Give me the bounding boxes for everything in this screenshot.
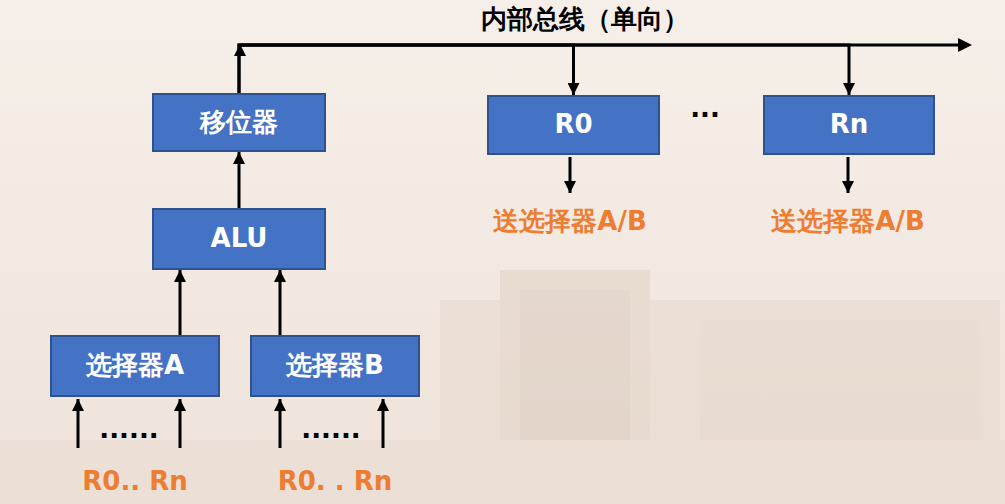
box-label: R0	[554, 109, 592, 140]
output-note: 送选择器A/B	[771, 206, 924, 237]
output-arrow	[847, 157, 850, 193]
ellipsis: ......	[301, 414, 360, 445]
input-arrow	[77, 399, 80, 448]
selector-box: 选择器B	[250, 335, 420, 397]
bus-arrowhead	[958, 38, 972, 52]
input-arrow	[279, 399, 282, 448]
bus-connector	[279, 270, 282, 335]
shifter-box: 移位器	[152, 93, 326, 152]
box-label: 移位器	[200, 107, 278, 138]
box-label: 选择器B	[286, 350, 384, 381]
bus-connector	[238, 152, 241, 208]
selector-box: 选择器A	[50, 335, 220, 397]
register-box: Rn	[763, 95, 935, 155]
building-silhouette	[0, 270, 1005, 504]
input-arrow	[179, 399, 182, 448]
bus-connector	[239, 45, 574, 95]
bus-connector	[239, 45, 849, 95]
output-arrow	[569, 157, 572, 193]
ellipsis: ......	[99, 414, 158, 445]
bus-connector	[179, 270, 182, 335]
ellipsis: ···	[690, 100, 720, 131]
box-label: 选择器A	[86, 350, 184, 381]
bus-title: 内部总线（单向）	[481, 4, 689, 35]
input-range: R0.. Rn	[82, 466, 187, 497]
ground-strip	[0, 440, 1005, 504]
output-note: 送选择器A/B	[493, 206, 646, 237]
box-label: Rn	[830, 109, 869, 140]
alu-box: ALU	[152, 208, 326, 270]
register-box: R0	[487, 95, 660, 155]
box-label: ALU	[211, 223, 268, 254]
input-range: R0. . Rn	[278, 466, 393, 497]
input-arrow	[382, 399, 385, 448]
